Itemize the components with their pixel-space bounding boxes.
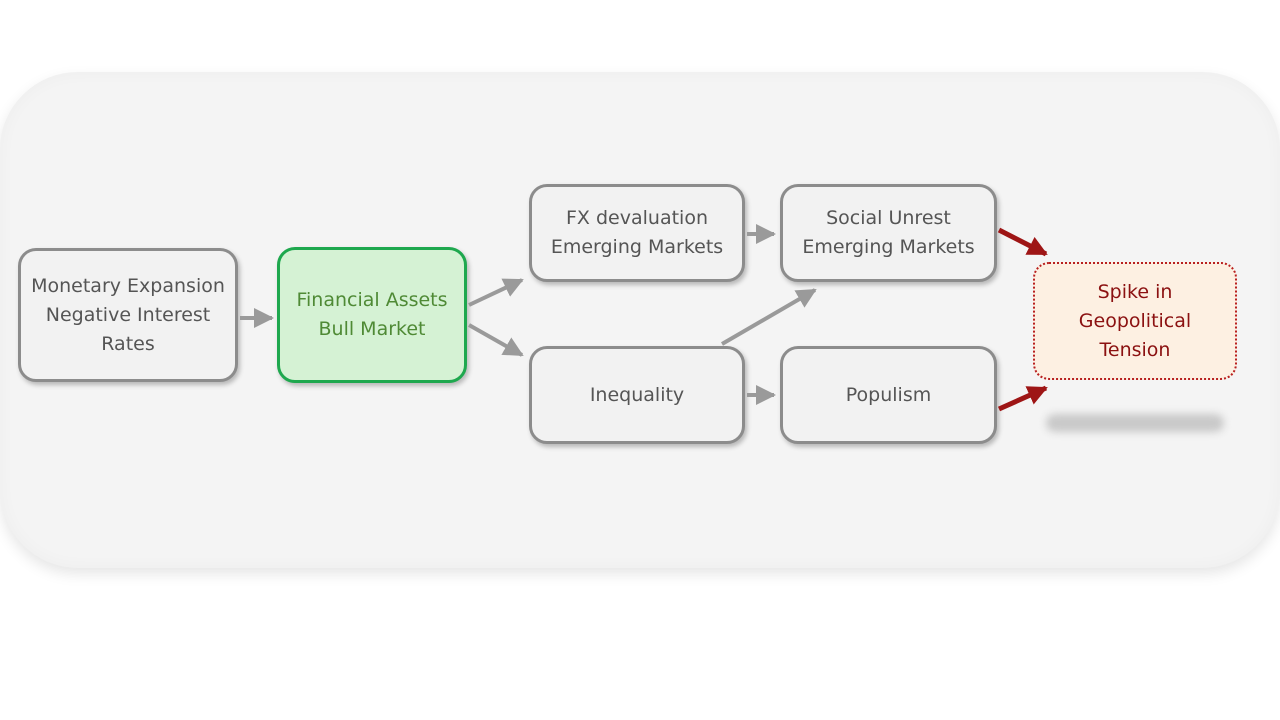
node-text-line: Social Unrest: [826, 207, 951, 229]
node-text-line: FX devaluation: [566, 207, 708, 229]
node-inequality: Inequality: [529, 346, 745, 444]
node-text-line: Negative Interest: [45, 303, 211, 326]
node-text-line: Financial Assets: [296, 289, 448, 311]
node-fx-devaluation: FX devaluation Emerging Markets: [529, 184, 745, 282]
node-text-line: Emerging Markets: [802, 236, 975, 258]
node-text-line: Monetary Expansion: [31, 274, 225, 297]
reflection-shadow: [1046, 414, 1224, 432]
node-text-line: Geopolitical: [1078, 309, 1192, 332]
node-financial-assets: Financial Assets Bull Market: [277, 247, 467, 383]
node-text-line: Spike in: [1097, 280, 1173, 303]
node-text-line: Bull Market: [318, 318, 426, 340]
node-spike-geopolitical-tension: Spike in Geopolitical Tension: [1033, 262, 1237, 380]
node-populism: Populism: [780, 346, 997, 444]
node-text-line: Emerging Markets: [550, 236, 724, 258]
node-text-line: Populism: [845, 383, 932, 406]
node-social-unrest: Social Unrest Emerging Markets: [780, 184, 997, 282]
node-text-line: Rates: [101, 332, 155, 355]
node-text-line: Tension: [1099, 338, 1171, 361]
node-text-line: Inequality: [589, 383, 685, 406]
node-monetary-expansion: Monetary Expansion Negative Interest Rat…: [18, 248, 238, 382]
